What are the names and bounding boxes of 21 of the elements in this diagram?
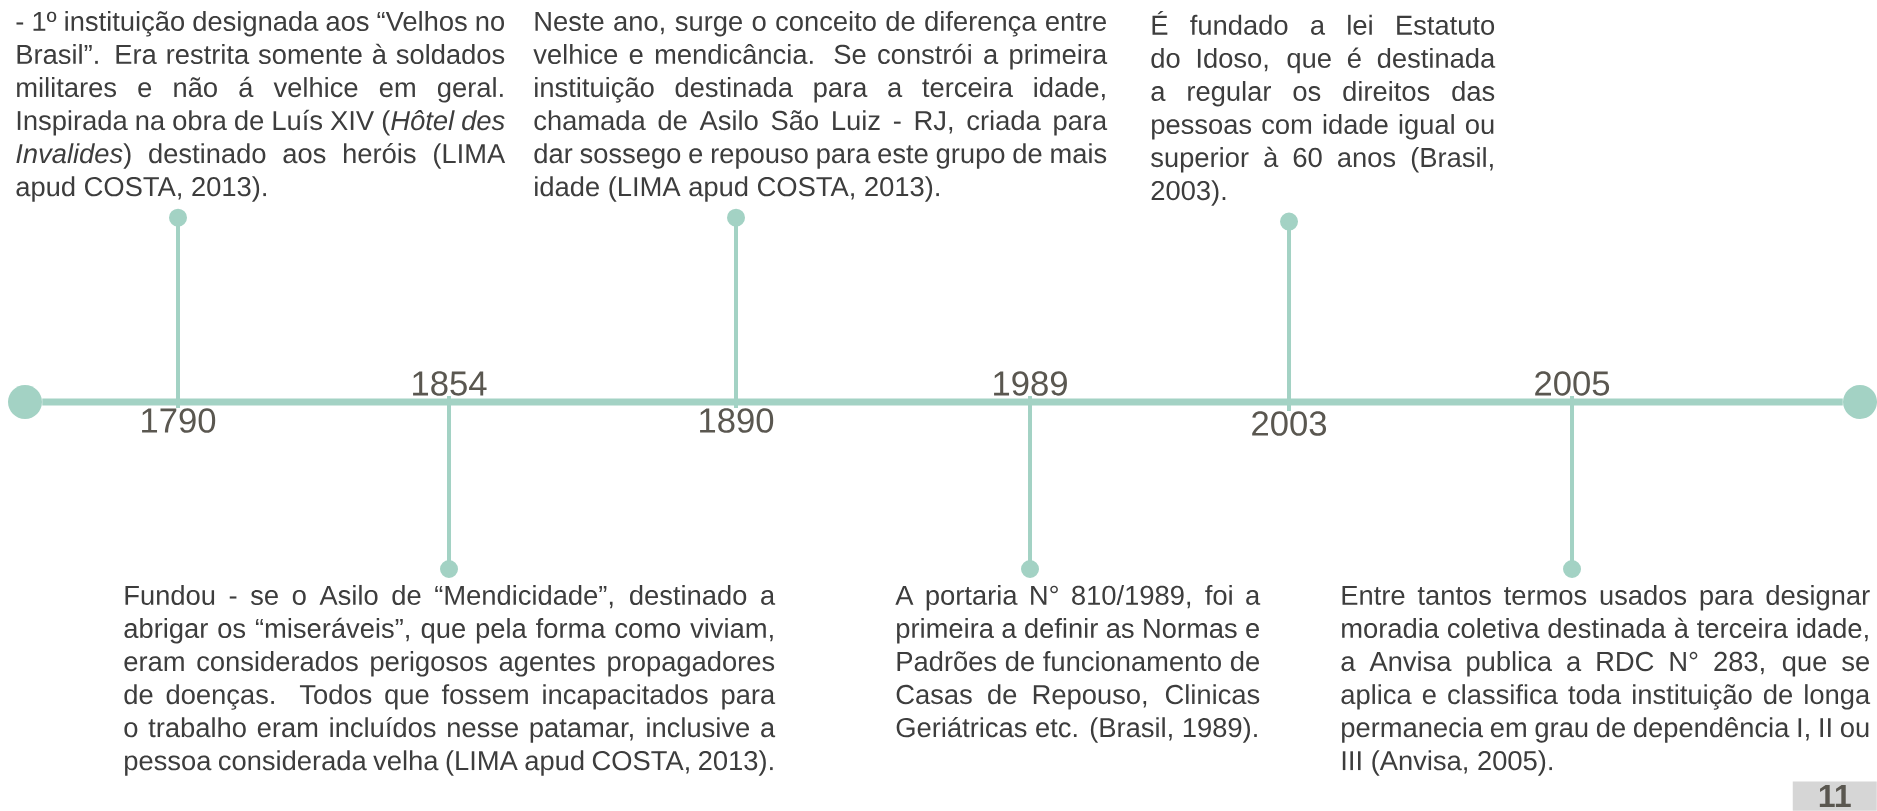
event-text: Entre tantos termos usados para designar moradia coletiva destinada à terceira idade, a Anvisa publica a RDC N° 283, que se aplica e classifica toda instituição de longa permanecia em grau de dependência I, II ou III (Anvisa, 2005). [1341, 584, 1871, 776]
event-text: Neste ano, surge o conceito de diferença entre velhice e mendicância. Se constrói a primeira instituição destinada para a terceira idade, chamada de Asilo São Luiz - RJ, criada para dar sossego e repouso para este grupo de mais idade (LIMA apud COSTA, 2013). [533, 10, 1108, 202]
year-label: 2003 [1252, 411, 1327, 436]
year-label: 1854 [413, 371, 487, 396]
timeline-end-dot [8, 385, 42, 419]
event-text: - 1º instituição designada aos “Velhos no Brasil”. Era restrita somente à soldados militares e não á velhice em geral. Inspirada na obra de Luís XIV (Hôtel des Invalides) destinado aos heróis (LIMA apud COSTA, 2013). [16, 10, 506, 202]
event-text: Fundou - se o Asilo de “Mendicidade”, destinado a abrigar os “miseráveis”, que pela forma como viviam, eram considerados perigosos agentes propagadores de doenças. Todos que fossem incapacitados para o trabalho eram incluídos nesse patamar, inclusive a pessoa considerada velha (LIMA apud COSTA, 2013). [124, 584, 776, 776]
event-text: É fundado a lei Estatuto do Idoso, que é destinada a regular os direitos das pessoas com idade igual ou superior à 60 anos (Brasil, 2003). [1151, 10, 1496, 206]
connector-line [440, 396, 458, 578]
year-label: 1989 [994, 371, 1067, 396]
event-text: A portaria N° 810/1989, foi a primeira a definir as Normas e Padrões de funcionamento de Casas de Repouso, Clinicas Geriátricas etc. (Brasil, 1989). [895, 584, 1261, 743]
page-number: 11 [1792, 781, 1877, 811]
connector-line [1563, 396, 1581, 578]
year-label: 1890 [700, 408, 774, 433]
connector-line [1280, 212, 1298, 411]
timeline-end-dot [1843, 385, 1877, 419]
connector-line [169, 208, 187, 408]
connector-line [727, 208, 745, 408]
year-label: 2005 [1535, 371, 1610, 396]
connector-line [1021, 396, 1039, 578]
year-label: 1790 [142, 408, 216, 433]
